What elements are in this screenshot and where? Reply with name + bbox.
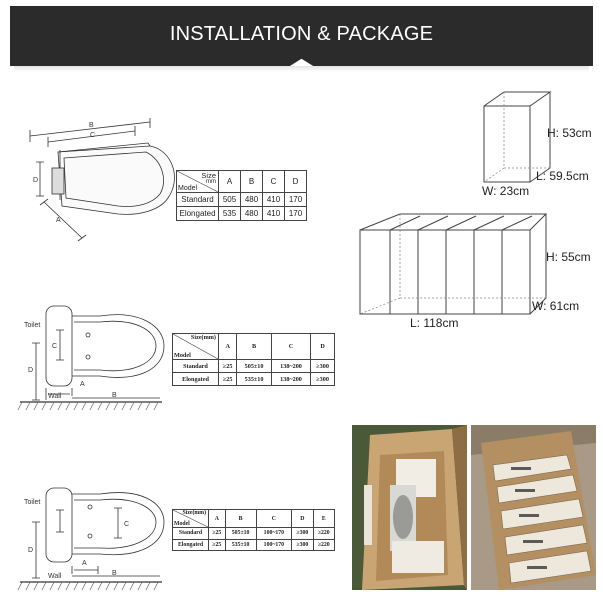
col-header: C (270, 333, 312, 360)
carton-photo (471, 425, 596, 590)
value-cell: ≥300 (291, 538, 314, 551)
value-cell: 170 (284, 206, 307, 221)
value-cell: 170 (284, 192, 307, 207)
model-cell: Standard (176, 192, 219, 207)
carton-height-label: H: 55cm (546, 250, 591, 264)
value-cell: ≥25 (217, 372, 238, 386)
value-cell: 505±10 (236, 359, 272, 373)
diagonal-line (176, 170, 219, 193)
dim-d-label: D (28, 367, 33, 374)
value-cell: 100~170 (255, 538, 293, 551)
table-row: Standard ≥25 505±10 138~200 ≥300 (172, 359, 335, 373)
dim-d-label: D (33, 177, 38, 184)
col-header: D (284, 170, 307, 193)
value-cell: ≥25 (217, 359, 238, 373)
col-header: D (310, 333, 335, 360)
corner-size: Size (201, 171, 216, 180)
value-cell: 480 (240, 192, 263, 207)
corner-unit: mm (206, 179, 216, 185)
value-cell: 505±10 (224, 527, 257, 540)
value-cell: ≥220 (312, 538, 336, 551)
carton-width-label: W: 61cm (532, 299, 580, 313)
table-row: Standard ≥25 505±10 100~170 ≥300 ≥220 (172, 527, 336, 540)
col-header: A (208, 509, 226, 528)
dim-c-label: C (52, 343, 57, 350)
model-cell: Standard (172, 359, 219, 373)
value-cell: 138~200 (270, 359, 312, 373)
value-cell: 535 (218, 206, 241, 221)
page-title: INSTALLATION & PACKAGE (169, 23, 434, 45)
carton-photo-drawing (471, 425, 596, 590)
box-width-label: W: 23cm (482, 184, 530, 198)
value-cell: 410 (262, 192, 285, 207)
model-cell: Elongated (176, 206, 219, 221)
value-cell: ≥25 (208, 538, 226, 551)
value-cell: 100~170 (255, 527, 293, 540)
diagonal-line (172, 509, 209, 528)
dim-b-label: B (89, 122, 94, 129)
corner-model: Model (178, 185, 198, 192)
diagonal-line (172, 333, 219, 360)
table-row: Elongated ≥25 535±10 100~170 ≥300 ≥220 (172, 538, 336, 551)
dim-a-label: A (80, 381, 85, 388)
table-row: Elongated 535 480 410 170 (176, 206, 307, 221)
dim-c-label: C (90, 132, 95, 139)
col-header: C (262, 170, 285, 193)
col-header: C (255, 509, 293, 528)
col-header: A (217, 333, 238, 360)
value-cell: ≥220 (312, 527, 336, 540)
col-header: B (224, 509, 257, 528)
toilet-label: Toilet (24, 499, 40, 506)
corner-size: Size(mm) (182, 510, 207, 516)
value-cell: ≥300 (291, 527, 314, 540)
box-height-label: H: 53cm (547, 126, 592, 140)
banner-shadow (14, 66, 589, 72)
col-header: B (240, 170, 263, 193)
model-cell: Standard (172, 527, 209, 540)
dim-a-label: A (82, 560, 87, 567)
table-row: Standard 505 480 410 170 (176, 192, 307, 207)
single-box-photo (352, 425, 467, 590)
dim-d-label: D (28, 547, 33, 554)
corner-model: Model (174, 352, 191, 359)
model-cell: Elongated (172, 538, 209, 551)
table-row: Elongated ≥25 535±10 138~200 ≥300 (172, 372, 335, 386)
col-header: D (291, 509, 314, 528)
value-cell: 410 (262, 206, 285, 221)
dim-b-label: B (112, 570, 117, 577)
col-header: B (236, 333, 272, 360)
title-banner: INSTALLATION & PACKAGE (10, 6, 593, 66)
dim-a-label: A (56, 217, 61, 224)
col-header: A (218, 170, 241, 193)
value-cell: 138~200 (270, 372, 312, 386)
box-length-label: L: 59.5cm (536, 169, 589, 183)
box-photo-drawing (352, 425, 467, 590)
wall-label: Wall (48, 393, 62, 400)
size-table-1: Size mm Model A B C D Standard 505 480 4… (176, 170, 307, 221)
value-cell: 535±10 (236, 372, 272, 386)
value-cell: ≥25 (208, 527, 226, 540)
dim-b-label: B (112, 392, 117, 399)
value-cell: 480 (240, 206, 263, 221)
value-cell: 505 (218, 192, 241, 207)
dim-c-label: C (124, 521, 129, 528)
carton-length-label: L: 118cm (410, 316, 459, 330)
corner-model: Model (174, 521, 190, 527)
corner-size: Size(mm) (190, 334, 216, 341)
model-cell: Elongated (172, 372, 219, 386)
toilet-label: Toilet (24, 322, 40, 329)
value-cell: ≥300 (310, 359, 335, 373)
col-header: E (312, 509, 336, 528)
value-cell: ≥300 (310, 372, 335, 386)
size-table-3: Size(mm) Model A B C D E Standard ≥25 50… (172, 509, 336, 551)
size-table-2: Size(mm) Model A B C D Standard ≥25 505±… (172, 333, 335, 386)
wall-label: Wall (48, 573, 62, 580)
value-cell: 535±10 (224, 538, 257, 551)
